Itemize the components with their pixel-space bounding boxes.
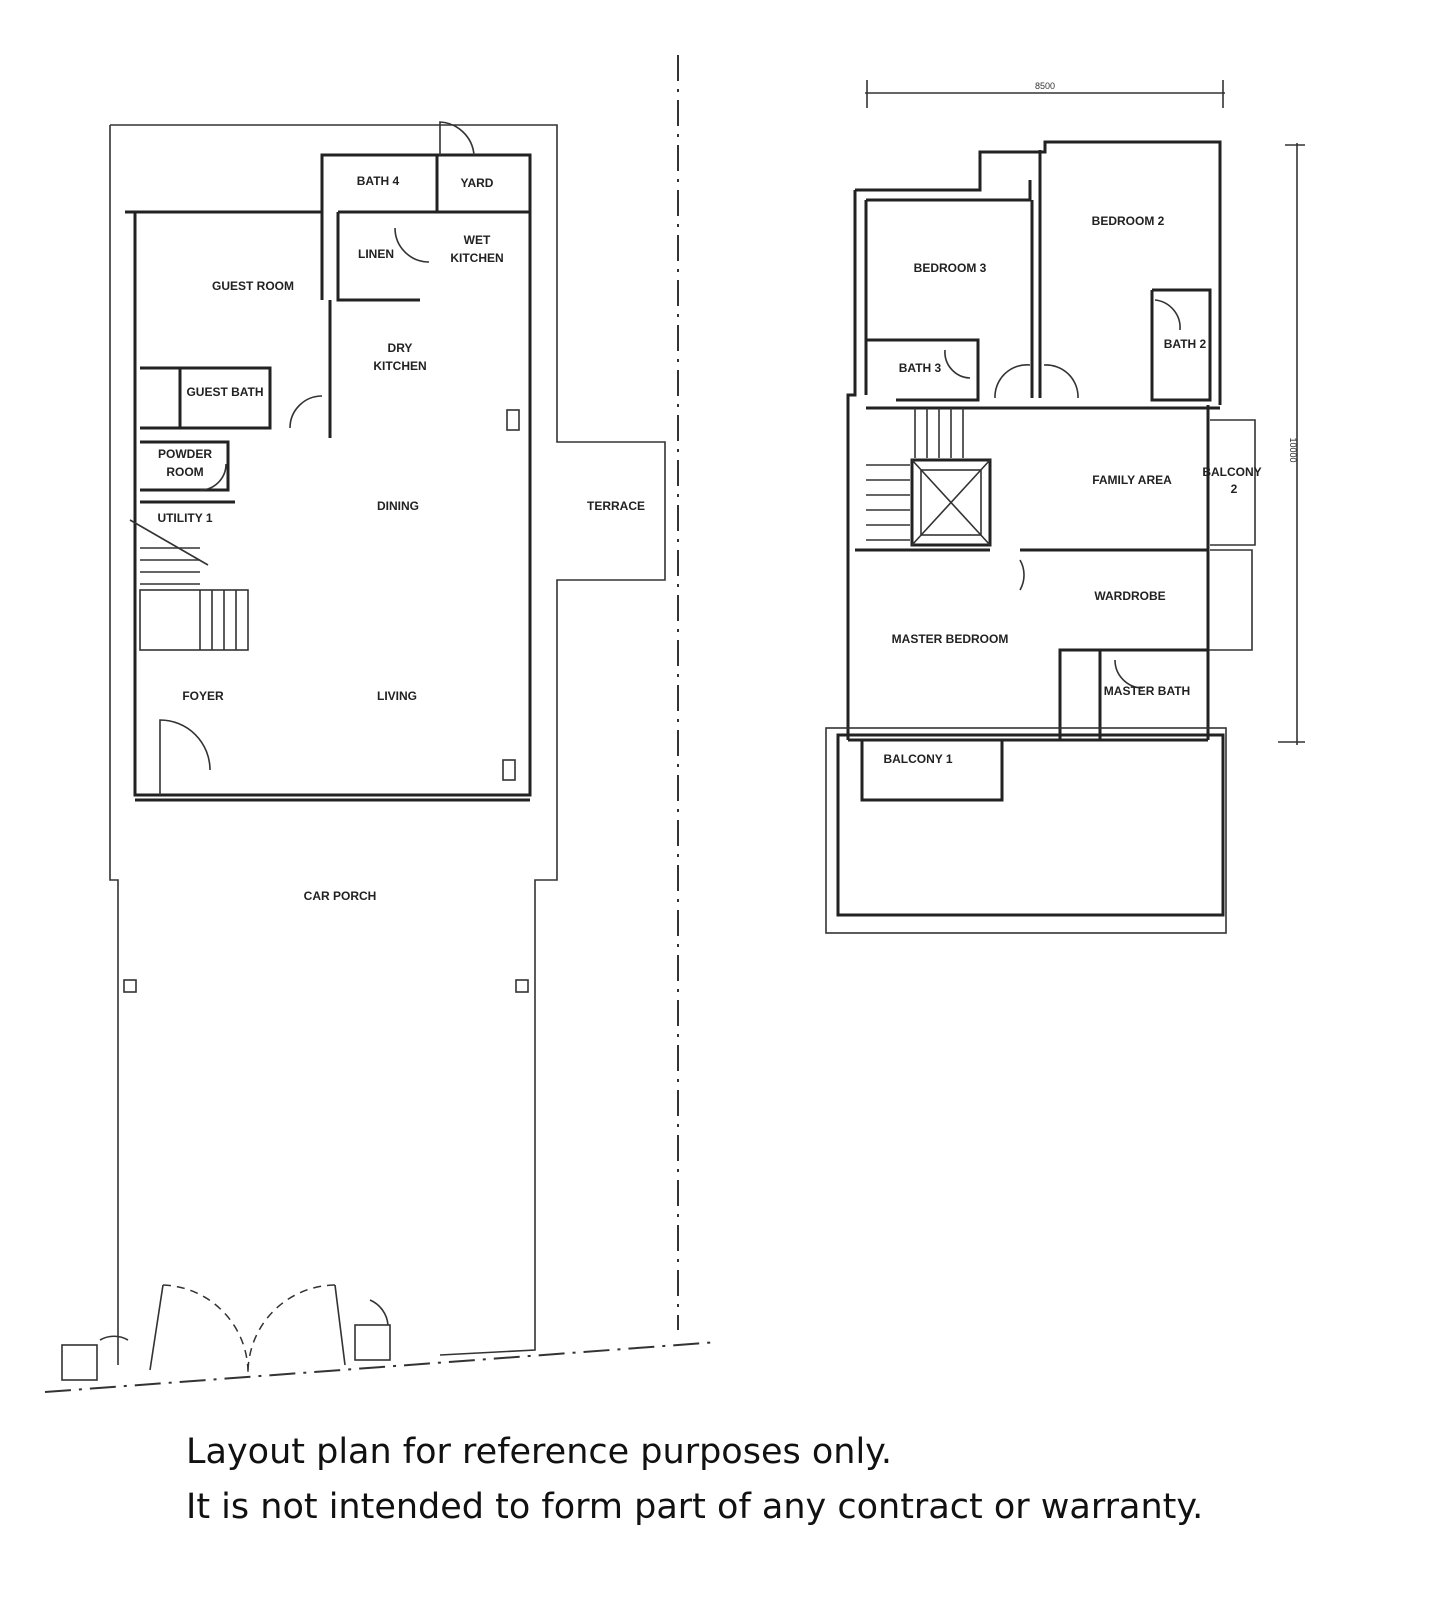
room-label-utility: UTILITY 1 bbox=[157, 511, 212, 525]
room-label-dining: DINING bbox=[377, 499, 419, 513]
room-label-linen: LINEN bbox=[358, 247, 394, 261]
room-label-dry-kitchen: DRY bbox=[388, 341, 413, 355]
room-label-yard: YARD bbox=[461, 176, 494, 190]
room-label-foyer: FOYER bbox=[182, 689, 224, 703]
room-label-living: LIVING bbox=[377, 689, 417, 703]
room-label-wardrobe: WARDROBE bbox=[1094, 589, 1165, 603]
room-label-terrace: TERRACE bbox=[587, 499, 645, 513]
room-label-powder-room: POWDER bbox=[158, 447, 212, 461]
room-label-bath4: BATH 4 bbox=[357, 174, 400, 188]
room-label-master-bath: MASTER BATH bbox=[1104, 684, 1190, 698]
room-label-powder-room-2: ROOM bbox=[166, 465, 203, 479]
disclaimer-line-2: It is not intended to form part of any c… bbox=[186, 1487, 1204, 1527]
room-label-family-area: FAMILY AREA bbox=[1092, 473, 1172, 487]
room-label-wet-kitchen: WET bbox=[464, 233, 491, 247]
room-label-bath2: BATH 2 bbox=[1164, 337, 1207, 351]
room-label-bedroom2: BEDROOM 2 bbox=[1092, 214, 1165, 228]
room-label-master-bedroom: MASTER BEDROOM bbox=[892, 632, 1009, 646]
dimension-depth: 10000 bbox=[1288, 437, 1298, 462]
room-label-guest-room: GUEST ROOM bbox=[212, 279, 294, 293]
front-boundary-line bbox=[44, 1341, 719, 1393]
room-label-balcony1: BALCONY 1 bbox=[883, 752, 952, 766]
room-label-wet-kitchen-2: KITCHEN bbox=[450, 251, 503, 265]
room-label-car-porch: CAR PORCH bbox=[304, 889, 377, 903]
ground-floor-labels: BATH 4 YARD LINEN WET KITCHEN GUEST ROOM… bbox=[157, 174, 645, 903]
room-label-balcony2: BALCONY bbox=[1202, 465, 1261, 479]
room-label-bath3: BATH 3 bbox=[899, 361, 942, 375]
first-floor-labels: 8500 10000 BEDROOM 2 BEDROOM 3 BATH 2 BA… bbox=[883, 81, 1298, 766]
room-label-guest-bath: GUEST BATH bbox=[186, 385, 263, 399]
room-label-balcony2-number: 2 bbox=[1231, 482, 1238, 496]
disclaimer-line-1: Layout plan for reference purposes only. bbox=[186, 1432, 893, 1472]
room-label-dry-kitchen-2: KITCHEN bbox=[373, 359, 426, 373]
ground-floor-plan bbox=[61, 121, 666, 1381]
dimension-width: 8500 bbox=[1035, 81, 1055, 91]
first-floor-plan bbox=[825, 80, 1305, 934]
room-label-bedroom3: BEDROOM 3 bbox=[914, 261, 987, 275]
